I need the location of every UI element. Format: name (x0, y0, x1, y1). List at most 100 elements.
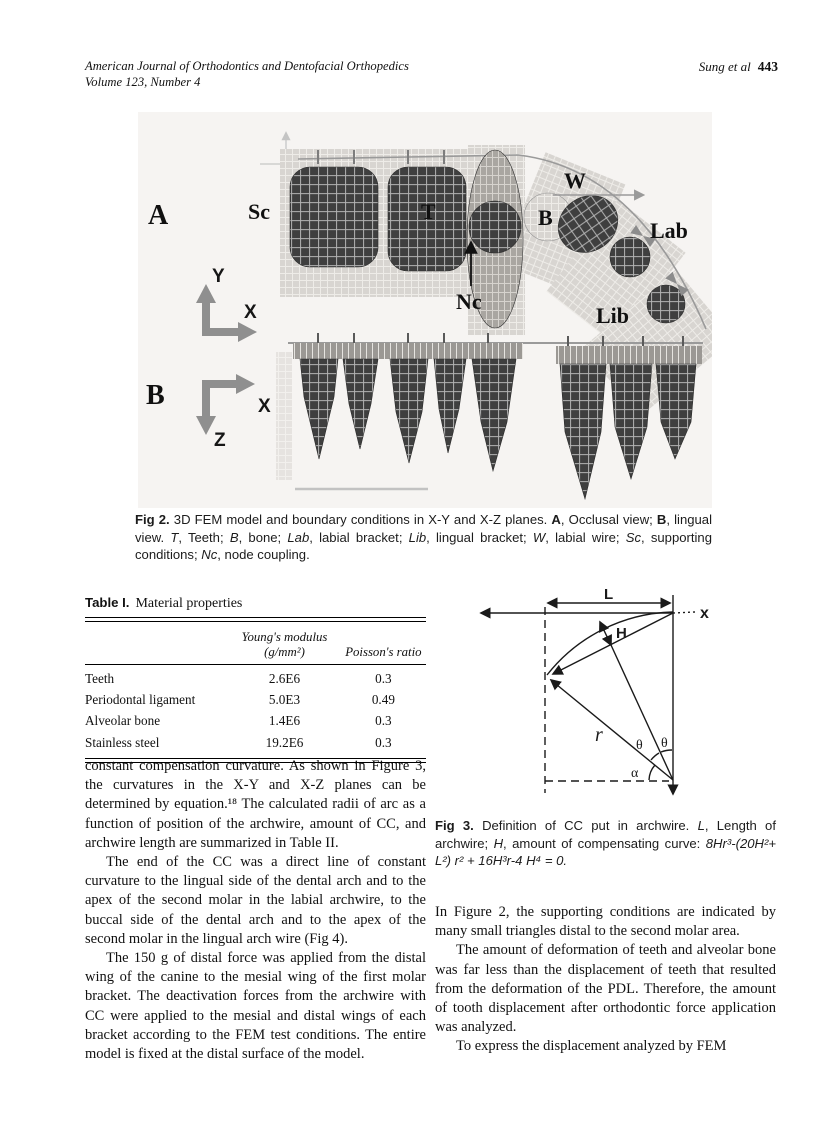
molar1-root-distal (342, 358, 379, 450)
page-number: 443 (757, 59, 778, 74)
panel-a-label: A (148, 200, 169, 231)
table-rule-bottom (85, 757, 426, 763)
x-axis-arrowhead-lingual (236, 374, 255, 394)
table-row: Alveolar bone 1.4E6 0.3 (85, 711, 426, 732)
axis-label-x-occlusal: X (244, 302, 257, 323)
figure3-caption: Fig 3. Definition of CC put in archwire.… (435, 817, 776, 870)
cell-material: Stainless steel (85, 734, 160, 750)
cell-material: Alveolar bone (85, 713, 161, 729)
paragraph: To express the displacement analyzed by … (456, 1038, 727, 1055)
caption-segment: 3D FEM model and boundary conditions in … (169, 512, 552, 527)
second-molar-mesh (387, 166, 467, 272)
axes-lingual: X Z (196, 374, 271, 451)
labial-wire-curve (297, 154, 707, 330)
crown-band-anterior (556, 346, 702, 364)
figure3-cc-diagram: L x H r θ θ α (479, 586, 709, 796)
bracket-ticks-lingual (317, 333, 684, 346)
theta-left-arc (650, 752, 660, 761)
canine-mesh (557, 195, 619, 253)
cell-ratio: 0.49 (371, 692, 395, 708)
caption-segment: , amount of compensating curve: (503, 835, 706, 851)
cell-modulus: 1.4E6 (268, 713, 301, 729)
teeth-mesh-occlusal (289, 149, 686, 329)
paragraph: The end of the CC was a direct line of c… (85, 854, 426, 947)
label-length: L (604, 586, 613, 603)
chord-line (551, 612, 674, 675)
radius-through-h (610, 644, 674, 781)
molar1-root-mesial (299, 358, 339, 460)
header-material (85, 624, 229, 665)
label-sc: Sc (248, 199, 270, 224)
caption-segment: Fig 2. (135, 512, 170, 527)
paragraph: The 150 g of distal force was applied fr… (85, 950, 426, 1063)
caption-segment: A (551, 512, 561, 527)
cell-ratio: 0.3 (375, 713, 392, 729)
cell-modulus: 19.2E6 (265, 734, 304, 750)
paragraph: In Figure 2, the supporting conditions a… (435, 904, 776, 940)
table-row: Stainless steel 19.2E6 0.3 (85, 732, 426, 758)
crown-band-posterior (293, 343, 523, 359)
canine-root (559, 363, 607, 501)
caption-segment: Nc (201, 547, 218, 563)
header-poissons-ratio: Poisson's ratio (340, 624, 426, 665)
table1-title-label: Table I. (85, 595, 130, 610)
axis-label-y: Y (212, 266, 225, 287)
dotted-axis-extension (672, 611, 696, 614)
caption-segment: Sc (625, 529, 641, 545)
label-theta-left: θ (636, 738, 643, 753)
caption-segment: B (656, 512, 667, 527)
caption-segment: W (532, 529, 546, 545)
table-rule-top (85, 617, 426, 622)
theta-right-arc (660, 749, 673, 753)
label-t: T (421, 199, 436, 224)
caption-segment: , supporting conditions; (135, 529, 712, 563)
incisor1-root (609, 363, 653, 481)
caption-segment: L (697, 818, 705, 833)
bracket-bowties (630, 225, 689, 297)
caption-segment: , labial bracket; (309, 529, 409, 545)
y-axis-arrowhead (196, 284, 216, 303)
supporting-conditions-mesh (276, 352, 292, 480)
caption-segment: , node coupling. (217, 547, 310, 563)
bracket-ticks-occlusal (317, 150, 445, 164)
label-height: H (616, 625, 627, 642)
label-b: B (538, 205, 553, 230)
table-row: Periodontal ligament 5.0E3 0.49 (85, 690, 426, 711)
caption-segment: 8Hr³-(20H²+ L²) r² + 16H³r-4 H⁴ = 0. (435, 835, 776, 869)
axes-occlusal: Y X (196, 266, 257, 342)
paragraph: The amount of deformation of teeth and a… (435, 942, 776, 1036)
molar2-root-mesial (389, 358, 429, 464)
panel-b-label: B (146, 380, 165, 411)
caption-segment: , lingual view. (135, 512, 712, 545)
table1-title: Table I. Material properties (85, 595, 426, 612)
caption-segment: , bone; (238, 529, 288, 545)
caption-segment: B (229, 529, 239, 545)
journal-issue: Volume 123, Number 4 (85, 74, 201, 89)
cell-ratio: 0.3 (375, 734, 392, 750)
molar2-root-distal (433, 358, 467, 454)
label-nc: Nc (456, 289, 482, 314)
label-w: W (564, 168, 586, 193)
h-dimension-arrow (599, 620, 612, 647)
caption-segment: Lib (408, 529, 427, 545)
label-x-axis: x (700, 605, 709, 622)
caption-segment: , labial wire; (545, 529, 626, 545)
caption-segment: , Teeth; (178, 529, 230, 545)
caption-segment: , lingual bracket; (426, 529, 533, 545)
table-header-row: Young's modulus (g/mm²) Poisson's ratio (85, 624, 426, 665)
axis-label-z: Z (214, 430, 226, 451)
axis-label-x-lingual: X (258, 396, 271, 417)
caption-segment: Definition of CC put in archwire. (473, 818, 698, 833)
cell-material: Teeth (85, 671, 115, 686)
figure2-caption: Fig 2. 3D FEM model and boundary conditi… (135, 511, 712, 564)
table1-title-text: Material properties (135, 596, 243, 611)
radius-line (549, 678, 674, 781)
label-lab: Lab (650, 218, 688, 243)
incisor2-root (655, 363, 697, 460)
journal-title: American Journal of Orthodontics and Den… (85, 59, 409, 73)
header-youngs-modulus: Young's modulus (g/mm²) (228, 624, 341, 665)
figure2-fem-model-image: Y X A Sc T B W Lab Lib Nc B X Z (138, 112, 712, 508)
running-head-left: American Journal of Orthodontics and Den… (85, 59, 409, 90)
